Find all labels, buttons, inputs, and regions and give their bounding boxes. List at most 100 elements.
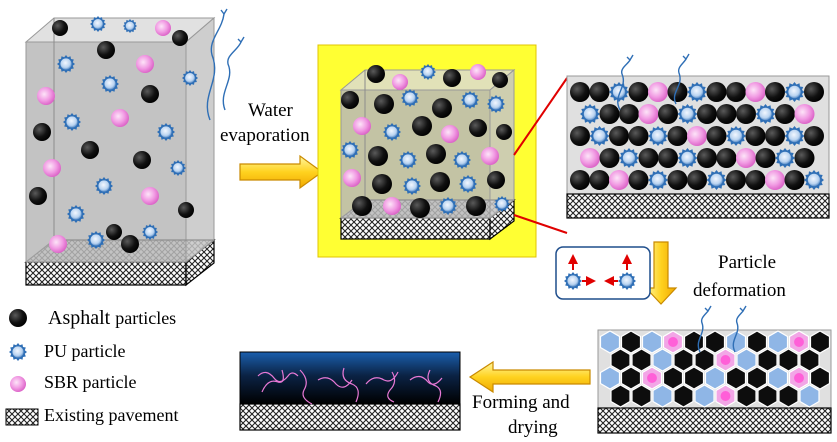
asphalt-hexagon: [683, 366, 705, 390]
pu-particle: [63, 113, 81, 131]
asphalt-particle: [628, 170, 649, 190]
asphalt-particle: [432, 98, 452, 118]
asphalt-particle: [469, 119, 487, 137]
pu-particle: [142, 224, 158, 240]
sbr-particle: [609, 170, 629, 190]
asphalt-particle: [410, 198, 430, 218]
pu-particle: [420, 64, 436, 80]
pu-particle: [687, 82, 707, 102]
pu-particle: [804, 170, 824, 190]
sbr-hexagon: [788, 366, 810, 390]
pu-particle: [57, 55, 75, 73]
asphalt-particle: [628, 126, 649, 146]
pu-hexagon: [704, 366, 726, 390]
sbr-particle: [580, 148, 600, 168]
sbr-hexagon: [715, 348, 736, 372]
asphalt-particle: [697, 148, 717, 168]
pu-particle: [87, 231, 105, 249]
asphalt-hexagon: [809, 366, 831, 390]
pu-particle: [648, 170, 668, 190]
pu-particle: [648, 126, 668, 146]
pu-particle: [580, 104, 600, 124]
sbr-particle: [343, 169, 361, 187]
pu-particle: [453, 151, 471, 169]
close-packed-zoom: [566, 75, 830, 219]
asphalt-hexagon: [809, 330, 831, 354]
asphalt-particle: [178, 202, 194, 218]
asphalt-particle: [341, 91, 359, 109]
asphalt-particle: [619, 104, 639, 124]
pu-particle: [706, 170, 727, 190]
legend-pu-label: PU particle: [44, 341, 126, 361]
asphalt-hexagon: [620, 330, 642, 354]
asphalt-particle: [121, 235, 139, 253]
asphalt-particle: [172, 30, 188, 46]
sbr-hexagon: [641, 366, 663, 390]
pu-particle: [775, 148, 795, 168]
asphalt-particle: [667, 126, 688, 146]
sbr-particle: [141, 187, 159, 205]
asphalt-hexagon: [725, 366, 747, 390]
cured-film: [239, 351, 461, 431]
legend-sbr-icon: [10, 376, 26, 392]
pu-particle: [383, 123, 401, 141]
asphalt-hexagon: [631, 384, 652, 408]
step-particle-deformation-line2: deformation: [693, 280, 786, 301]
pu-particle: [459, 175, 477, 193]
asphalt-particle: [443, 69, 461, 87]
asphalt-hexagon: [610, 384, 631, 408]
legend-pu-gear: [9, 343, 27, 361]
sbr-particle: [745, 82, 766, 102]
pu-particle: [589, 126, 610, 146]
pu-particle: [677, 148, 698, 168]
asphalt-particle: [368, 146, 388, 166]
pu-hexagon: [652, 348, 673, 372]
asphalt-particle: [706, 126, 727, 146]
pu-particle: [784, 82, 805, 102]
legend-asphalt-main: Asphalt: [48, 307, 111, 329]
asphalt-hexagon: [704, 330, 726, 354]
asphalt-hexagon: [757, 384, 778, 408]
pu-hexagon: [767, 330, 789, 354]
asphalt-particle: [589, 170, 610, 190]
asphalt-particle: [726, 170, 746, 190]
asphalt-hexagon: [778, 384, 799, 408]
asphalt-particle: [716, 104, 737, 124]
asphalt-particle: [97, 41, 115, 59]
asphalt-particle: [697, 104, 717, 124]
asphalt-particle: [745, 170, 766, 190]
pu-particle: [341, 141, 359, 159]
vapor-icon: [617, 53, 690, 111]
pu-hexagon: [599, 330, 621, 354]
legend-pavement-icon: [5, 408, 39, 426]
polymer-network-fiber: [387, 371, 396, 403]
pu-particle: [403, 177, 421, 195]
asphalt-particle: [52, 20, 68, 36]
sbr-particle: [43, 159, 61, 177]
pu-particle: [182, 70, 198, 86]
pu-particle: [784, 126, 805, 146]
pu-particle: [726, 126, 746, 146]
pu-particle: [619, 148, 639, 168]
sbr-particle: [765, 170, 785, 190]
sbr-particle: [383, 197, 401, 215]
asphalt-particle: [133, 151, 151, 169]
asphalt-particle: [784, 170, 805, 190]
asphalt-particle: [745, 126, 766, 146]
pu-particle: [677, 104, 698, 124]
asphalt-hexagon: [778, 348, 799, 372]
pu-particle: [401, 89, 419, 107]
legend-asphalt-label: Asphalt particles: [48, 307, 176, 329]
asphalt-hexagon: [746, 366, 768, 390]
pu-particle: [95, 177, 113, 195]
asphalt-hexagon: [694, 348, 715, 372]
pu-particle: [564, 272, 582, 290]
asphalt-particle: [496, 124, 512, 140]
asphalt-particle: [430, 172, 450, 192]
asphalt-particle: [765, 82, 785, 102]
asphalt-particle: [638, 148, 659, 168]
asphalt-particle: [372, 174, 392, 194]
asphalt-hexagon: [736, 384, 757, 408]
pu-particle: [123, 19, 137, 33]
